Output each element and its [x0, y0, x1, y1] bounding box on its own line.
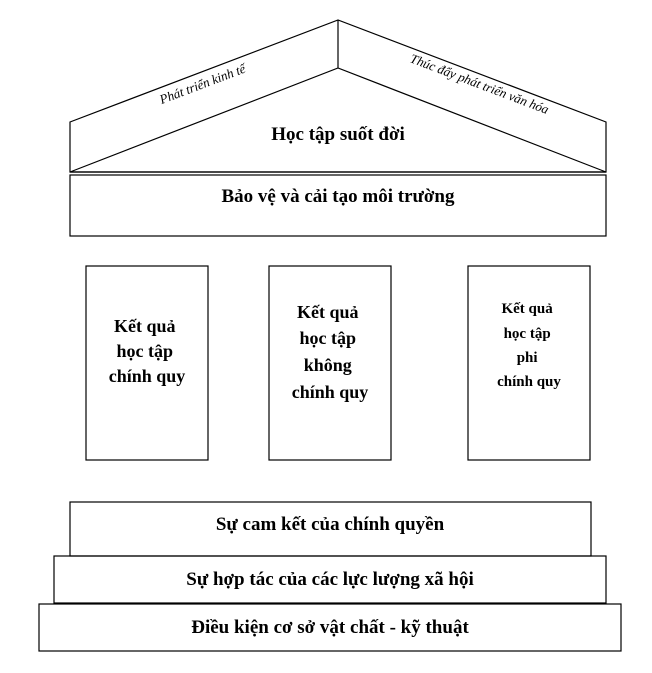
roof-inner-triangle	[69, 67, 607, 173]
pillar-left-label: Kết quả học tập chính quy	[109, 316, 186, 386]
foundation-middle-step: Sự hợp tác của các lực lượng xã hội	[53, 555, 607, 604]
pillar-right-line: chính quy	[497, 374, 561, 390]
pillar-left-box	[85, 265, 209, 461]
pillar-middle-line: chính quy	[292, 382, 369, 402]
foundation-top-label: Sự cam kết của chính quyền	[216, 514, 445, 535]
pillar-right-box	[467, 265, 591, 461]
foundation-top-step: Sự cam kết của chính quyền	[69, 501, 592, 557]
pillar-middle-box	[268, 265, 392, 461]
beam: Bảo vệ và cải tạo môi trường	[69, 174, 607, 237]
pillar-middle-label: Kết quả học tập không chính quy	[292, 302, 369, 402]
foundation-middle-box	[53, 555, 607, 604]
pillar-right: Kết quả học tập phi chính quy	[467, 265, 591, 461]
pillar-right-line: Kết quả	[501, 301, 553, 317]
foundation-bottom-label: Điều kiện cơ sở vật chất - kỹ thuật	[191, 617, 469, 638]
pillar-left-line: học tập	[116, 341, 173, 361]
pillar-left-line: chính quy	[109, 366, 186, 386]
roof-outline	[69, 19, 607, 173]
pillar-middle: Kết quả học tập không chính quy	[268, 265, 392, 461]
pillar-middle-line: không	[304, 355, 352, 375]
foundation-bottom-box	[38, 603, 622, 652]
beam-label: Bảo vệ và cải tạo môi trường	[221, 186, 455, 207]
beam-box	[69, 174, 607, 237]
pillar-middle-line: Kết quả	[297, 302, 359, 322]
roof-center-label: Học tập suốt đời	[271, 124, 405, 145]
roof-right-slope-label: Thúc đẩy phát triển văn hóa	[408, 51, 551, 117]
pillar-right-label: Kết quả học tập phi chính quy	[497, 301, 561, 390]
pillar-right-line: phi	[517, 350, 538, 366]
foundation-middle-label: Sự hợp tác của các lực lượng xã hội	[186, 569, 473, 590]
pillar-right-line: học tập	[504, 326, 551, 342]
pillar-middle-line: học tập	[299, 328, 356, 348]
roof: Phát triển kinh tế Thúc đẩy phát triển v…	[69, 19, 607, 173]
pillar-left: Kết quả học tập chính quy	[85, 265, 209, 461]
pillar-left-line: Kết quả	[114, 316, 176, 336]
foundation-bottom-step: Điều kiện cơ sở vật chất - kỹ thuật	[38, 603, 622, 652]
